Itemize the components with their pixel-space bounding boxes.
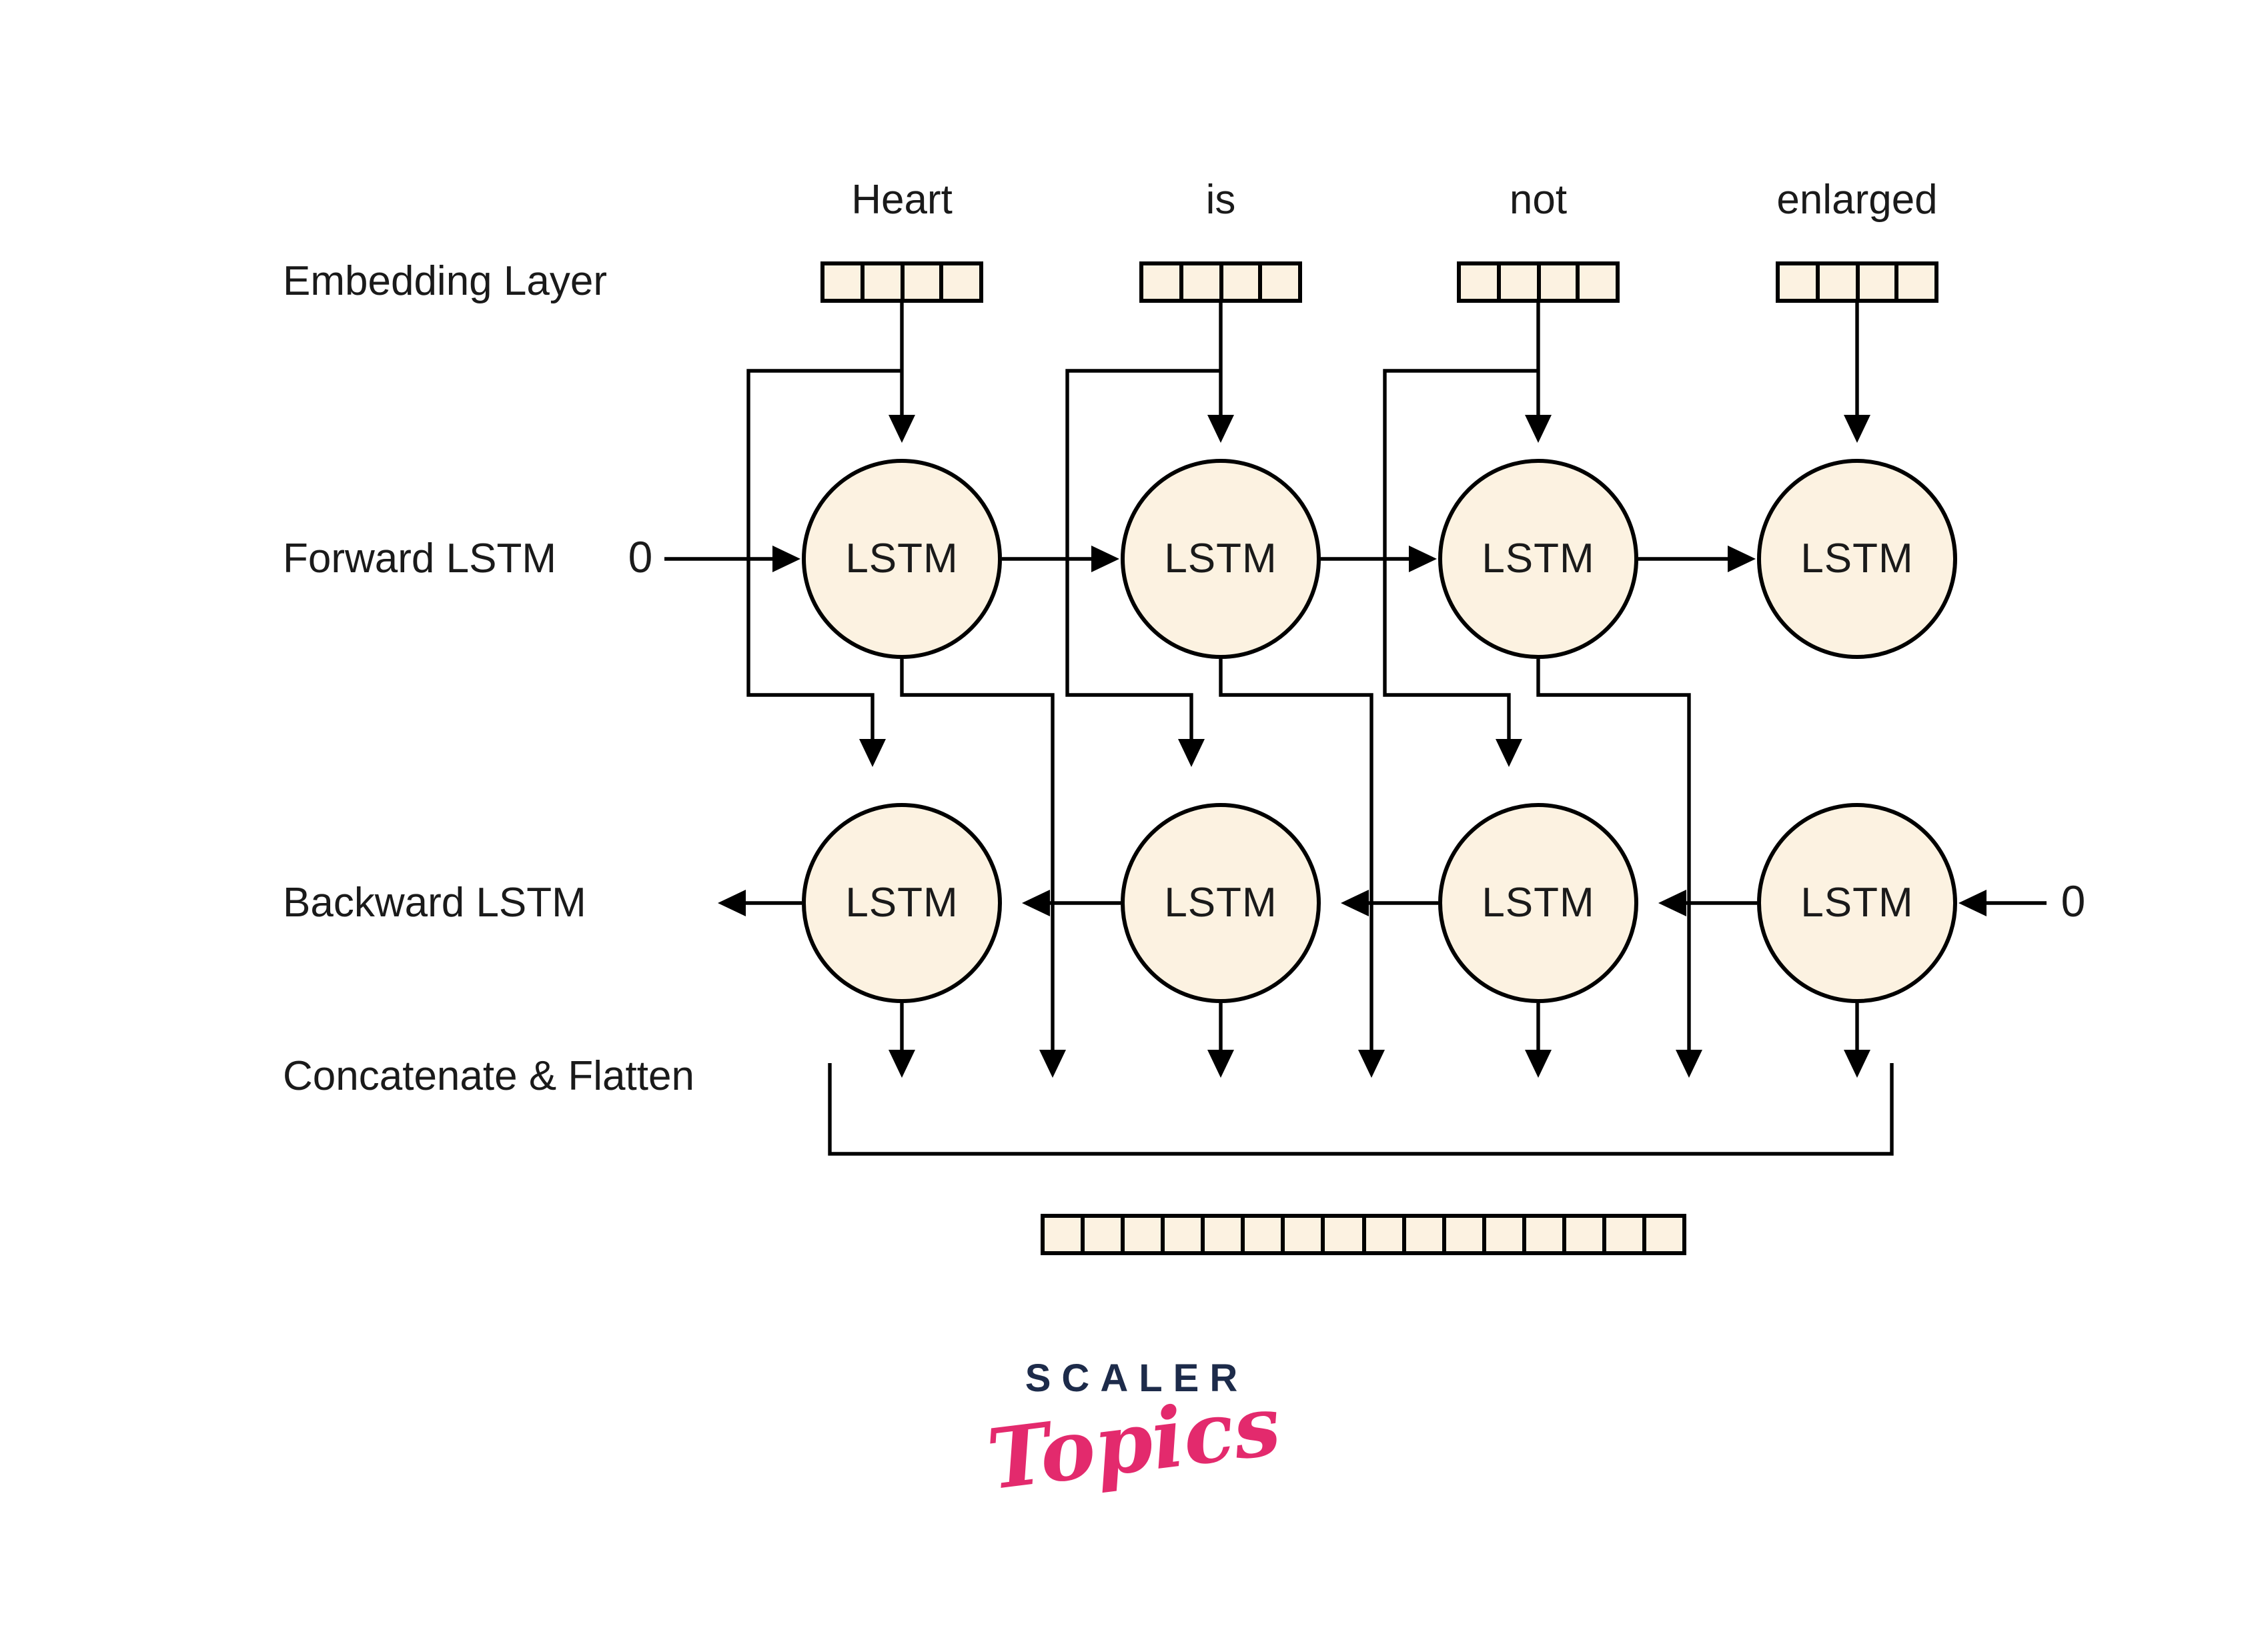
backward-output-arrow-3-head [1525,1050,1552,1078]
forward-lstm-label: Forward LSTM [283,535,556,582]
word-label: not [1509,176,1568,223]
forward-chain-arrow-3-head [1728,546,1756,572]
embedding-cell [1780,265,1816,299]
embedding-to-backward-arrow-1-head [859,739,886,767]
embedding-cell [939,265,980,299]
embedding-vector-1 [820,261,983,303]
flattened-cell [1161,1218,1201,1251]
embedding-to-backward-arrow-3 [1383,369,1538,739]
flattened-cell [1602,1218,1642,1251]
backward-lstm-node-2: LSTM [1121,803,1321,1003]
embedding-cell [1576,265,1616,299]
backward-chain-arrow-4-head [1658,890,1686,916]
flattened-cell [1121,1218,1161,1251]
concat-bracket [828,1063,1894,1156]
word-label: Heart [851,176,953,223]
flattened-cell [1522,1218,1562,1251]
flattened-cell [1201,1218,1241,1251]
flattened-vector [1041,1214,1686,1255]
concatenate-flatten-label: Concatenate & Flatten [283,1052,694,1099]
backward-chain-arrow-2-head [1022,890,1050,916]
backward-lstm-label: Backward LSTM [283,879,586,926]
embedding-cell [824,265,861,299]
flattened-cell [1081,1218,1121,1251]
flattened-cell [1442,1218,1482,1251]
embedding-cell [1536,265,1576,299]
flattened-cell [1482,1218,1522,1251]
embedding-cell [1179,265,1219,299]
embedding-vector-2 [1139,261,1302,303]
zero-arrow-forward-head [772,546,800,572]
backward-output-arrow-2-head [1207,1050,1234,1078]
forward-output-arrow-1 [900,659,1055,1050]
forward-output-arrow-2-head [1358,1050,1385,1078]
forward-output-arrow-1-head [1039,1050,1066,1078]
forward-output-arrow-2 [1219,659,1373,1050]
embedding-cell [1496,265,1537,299]
forward-output-arrow-3-head [1676,1050,1702,1078]
backward-initial-state: 0 [2061,876,2086,926]
flattened-cell [1241,1218,1281,1251]
forward-chain-arrow-1-head [1091,546,1119,572]
embedding-to-backward-arrow-2 [1065,369,1221,739]
flattened-cell [1045,1218,1081,1251]
embedding-input-arrow-2-head [1207,415,1234,443]
forward-lstm-node-4: LSTM [1757,459,1957,659]
backward-lstm-node-1: LSTM [802,803,1002,1003]
flattened-cell [1562,1218,1602,1251]
embedding-cell [1143,265,1179,299]
embedding-vector-3 [1457,261,1620,303]
embedding-layer-label: Embedding Layer [283,257,607,304]
flattened-cell [1281,1218,1321,1251]
forward-chain-arrow-2-head [1409,546,1437,572]
backward-output-arrow-4-head [1844,1050,1870,1078]
embedding-cell [1258,265,1299,299]
word-label: is [1205,176,1236,223]
zero-arrow-backward-head [1958,890,1987,916]
embedding-cell [900,265,940,299]
embedding-to-backward-arrow-3-head [1496,739,1522,767]
forward-lstm-node-2: LSTM [1121,459,1321,659]
forward-lstm-node-3: LSTM [1438,459,1638,659]
forward-lstm-node-1: LSTM [802,459,1002,659]
embedding-cell [1219,265,1259,299]
embedding-to-backward-arrow-1 [746,369,902,739]
backward-chain-arrow-3-head [1341,890,1369,916]
flattened-cell [1361,1218,1401,1251]
embedding-cell [1815,265,1856,299]
embedding-input-arrow-1-head [889,415,915,443]
flattened-cell [1321,1218,1361,1251]
backward-lstm-node-4: LSTM [1757,803,1957,1003]
flattened-cell [1642,1218,1682,1251]
embedding-cell [1855,265,1895,299]
embedding-input-arrow-3-head [1525,415,1552,443]
scaler-logo-brand: SCALER [1025,1358,1249,1401]
embedding-input-arrow-4-head [1844,415,1870,443]
embedding-vector-4 [1776,261,1938,303]
embedding-to-backward-arrow-2-head [1178,739,1205,767]
backward-lstm-node-3: LSTM [1438,803,1638,1003]
backward-output-arrow-1-head [889,1050,915,1078]
flattened-cell [1401,1218,1442,1251]
embedding-cell [860,265,901,299]
word-label: enlarged [1776,176,1938,223]
forward-output-arrow-3 [1536,659,1691,1050]
embedding-cell [1461,265,1497,299]
backward-chain-arrow-out-head [718,890,746,916]
embedding-cell [1894,265,1935,299]
forward-initial-state: 0 [628,532,653,582]
